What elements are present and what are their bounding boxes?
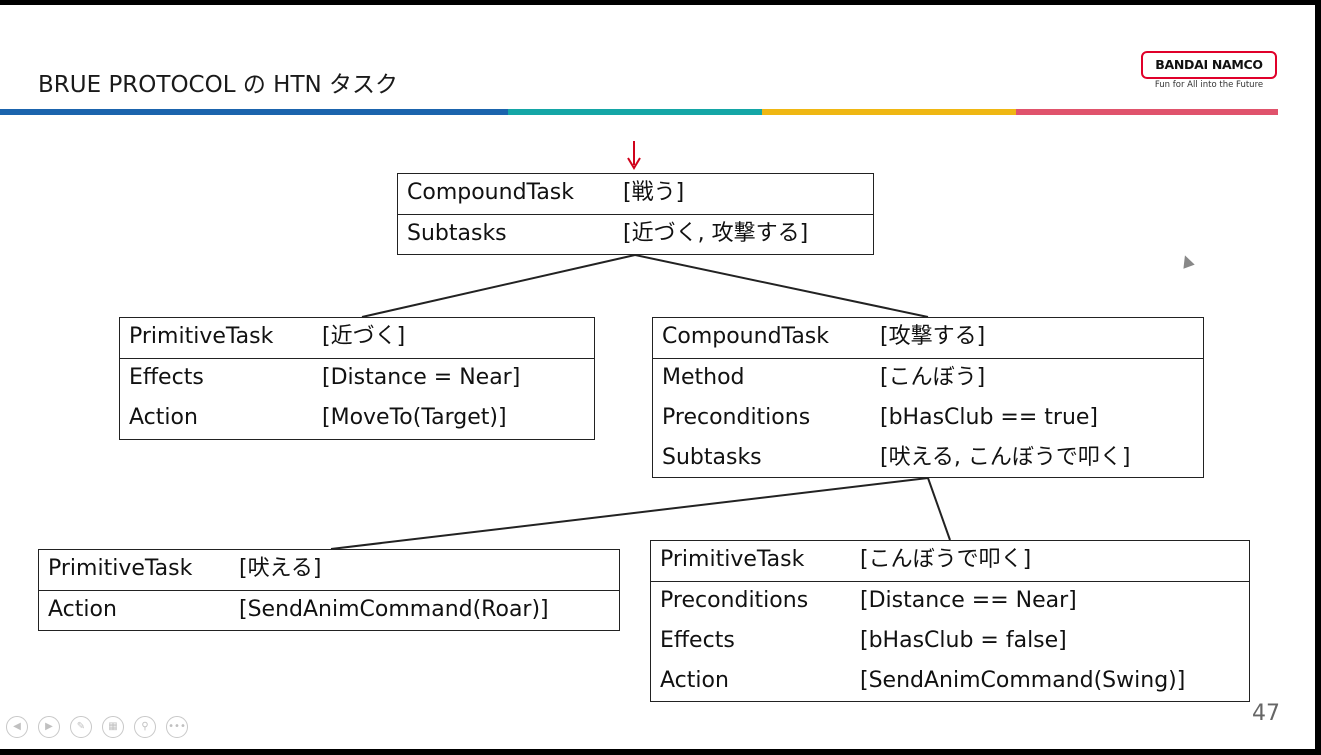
approach-action-value: [MoveTo(Target)] [322,405,507,430]
attack-method-value: [こんぼう] [880,365,986,390]
roar-primitive-task-box: PrimitiveTask [吠える] Action [SendAnimComm… [38,549,620,631]
root-subtasks-value: [近づく, 攻撃する] [623,221,809,246]
attack-preconditions-label: Preconditions [662,405,811,430]
approach-effects-value: [Distance = Near] [322,365,521,390]
header-band-blue [0,109,512,115]
attack-row-subtasks: Subtasks [吠える, こんぼうで叩く] [653,439,1203,479]
entry-arrow-head [627,157,641,170]
prev-icon[interactable]: ◀ [6,716,28,738]
attack-subtasks-label: Subtasks [662,445,762,470]
swing-row-action: Action [SendAnimCommand(Swing)] [651,662,1249,702]
approach-type-label: PrimitiveTask [129,324,274,349]
attack-row-type: CompoundTask [攻撃する] [653,318,1203,359]
swing-type-label: PrimitiveTask [660,547,805,572]
roar-action-value: [SendAnimCommand(Roar)] [239,597,549,622]
swing-row-preconditions: Preconditions [Distance == Near] [651,582,1249,622]
approach-row-effects: Effects [Distance = Near] [120,359,594,399]
root-row-type: CompoundTask [戦う] [398,174,873,215]
attack-type-label: CompoundTask [662,324,830,349]
connector-attack-swing [927,477,951,541]
swing-effects-value: [bHasClub = false] [860,628,1067,653]
tree-connectors [330,141,951,550]
header-band-pink [1016,109,1278,115]
header-band-yellow [762,109,1020,115]
approach-row-action: Action [MoveTo(Target)] [120,399,594,439]
approach-effects-label: Effects [129,365,204,390]
approach-action-label: Action [129,405,198,430]
next-icon[interactable]: ▶ [38,716,60,738]
roar-type-value: [吠える] [239,556,322,581]
brand-logo: BANDAI NAMCO [1141,51,1277,79]
slides-icon[interactable]: ▦ [102,716,124,738]
connector-root-approach [361,254,636,318]
pen-icon[interactable]: ✎ [70,716,92,738]
page-number: 47 [1252,701,1280,726]
roar-row-type: PrimitiveTask [吠える] [39,550,619,591]
more-icon[interactable]: ••• [166,716,188,738]
root-row-subtasks: Subtasks [近づく, 攻撃する] [398,215,873,255]
approach-primitive-task-box: PrimitiveTask [近づく] Effects [Distance = … [119,317,595,440]
swing-action-value: [SendAnimCommand(Swing)] [860,668,1186,693]
swing-row-type: PrimitiveTask [こんぼうで叩く] [651,541,1249,582]
approach-type-value: [近づく] [322,324,406,349]
attack-method-label: Method [662,365,745,390]
roar-action-label: Action [48,597,117,622]
swing-row-effects: Effects [bHasClub = false] [651,622,1249,662]
root-type-label: CompoundTask [407,180,575,205]
connector-root-attack [634,254,929,318]
zoom-icon[interactable]: ⚲ [134,716,156,738]
approach-row-type: PrimitiveTask [近づく] [120,318,594,359]
swing-preconditions-label: Preconditions [660,588,809,613]
attack-subtasks-value: [吠える, こんぼうで叩く] [880,445,1131,470]
connector-attack-roar [330,477,929,550]
attack-row-preconditions: Preconditions [bHasClub == true] [653,399,1203,439]
header-band-teal [508,109,766,115]
swing-action-label: Action [660,668,729,693]
attack-compound-task-box: CompoundTask [攻撃する] Method [こんぼう] Precon… [652,317,1204,478]
roar-row-action: Action [SendAnimCommand(Roar)] [39,591,619,631]
brand-tagline: Fun for All into the Future [1154,80,1264,90]
root-compound-task-box: CompoundTask [戦う] Subtasks [近づく, 攻撃する] [397,173,874,255]
roar-type-label: PrimitiveTask [48,556,193,581]
swing-preconditions-value: [Distance == Near] [860,588,1077,613]
swing-effects-label: Effects [660,628,735,653]
attack-type-value: [攻撃する] [880,324,986,349]
swing-type-value: [こんぼうで叩く] [860,547,1032,572]
swing-primitive-task-box: PrimitiveTask [こんぼうで叩く] Preconditions [D… [650,540,1250,702]
root-type-value: [戦う] [623,180,685,205]
slide: BRUE PROTOCOL の HTN タスク BANDAI NAMCO Fun… [0,5,1315,749]
slide-title: BRUE PROTOCOL の HTN タスク [38,72,399,98]
attack-row-method: Method [こんぼう] [653,359,1203,399]
attack-preconditions-value: [bHasClub == true] [880,405,1099,430]
root-subtasks-label: Subtasks [407,221,507,246]
